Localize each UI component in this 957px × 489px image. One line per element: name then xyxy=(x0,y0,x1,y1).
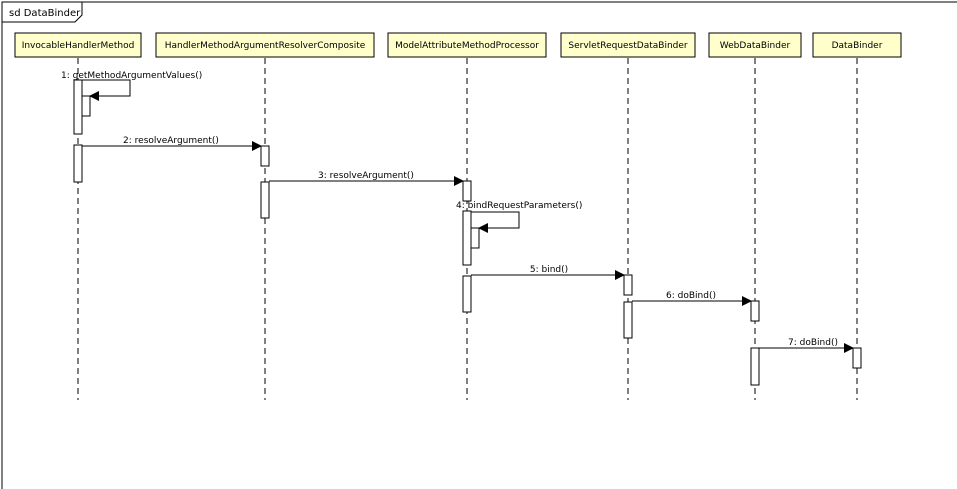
activation-bar xyxy=(750,300,760,322)
activation-bar xyxy=(260,181,270,219)
participant-invocable-handler-method: InvocableHandlerMethod xyxy=(14,32,142,400)
participant-name: WebDataBinder xyxy=(720,41,791,51)
participant-name: HandlerMethodArgumentResolverComposite xyxy=(165,41,366,51)
self-call-arrow xyxy=(82,79,131,101)
message-4: 4: bindRequestParameters() xyxy=(456,201,582,233)
participant-name: ModelAttributeMethodProcessor xyxy=(395,41,539,51)
message-5: 5: bind() xyxy=(471,265,625,280)
frame-label-tab xyxy=(2,2,83,23)
message-7: 7: doBind() xyxy=(759,338,854,353)
activation-bar xyxy=(462,275,472,313)
participant-handler-method-argument-resolver-composite: HandlerMethodArgumentResolverComposite xyxy=(155,32,375,400)
message-label: 3: resolveArgument() xyxy=(318,171,414,181)
self-call-arrow xyxy=(471,211,520,233)
participant-servlet-request-data-binder: ServletRequestDataBinder xyxy=(560,32,696,400)
message-label: 4: bindRequestParameters() xyxy=(456,201,582,211)
message-label: 1: getMethodArgumentValues() xyxy=(61,71,202,81)
participant-data-binder: DataBinder xyxy=(812,32,902,400)
activation-bar xyxy=(623,274,633,296)
activation-bar xyxy=(462,210,472,266)
activation-bar xyxy=(852,347,862,369)
participant-name: DataBinder xyxy=(832,41,883,51)
participant-name: InvocableHandlerMethod xyxy=(22,41,135,51)
activation-bars xyxy=(73,79,862,386)
message-label: 5: bind() xyxy=(530,265,568,275)
activation-bar xyxy=(81,95,91,117)
frame-label: sd DataBinder xyxy=(9,8,81,19)
participant-box xyxy=(560,32,696,58)
participant-name: ServletRequestDataBinder xyxy=(568,41,688,51)
participant-box xyxy=(708,32,802,58)
activation-bar xyxy=(462,180,472,202)
activation-bar xyxy=(623,301,633,339)
message-label: 6: doBind() xyxy=(666,291,716,301)
message-3: 3: resolveArgument() xyxy=(269,171,464,186)
participant-box xyxy=(14,32,142,58)
message-1: 1: getMethodArgumentValues() xyxy=(61,71,202,101)
message-2: 2: resolveArgument() xyxy=(82,136,262,151)
message-label: 2: resolveArgument() xyxy=(123,136,219,146)
message-label: 7: doBind() xyxy=(788,338,838,348)
participant-box xyxy=(812,32,902,58)
activation-bar xyxy=(73,79,83,135)
activation-bar xyxy=(73,144,83,183)
participant-box xyxy=(155,32,375,58)
activation-bar xyxy=(750,347,760,386)
activation-bar xyxy=(470,227,480,249)
activation-bar xyxy=(260,145,270,167)
participant-box xyxy=(387,32,547,58)
participant-web-data-binder: WebDataBinder xyxy=(708,32,802,400)
message-6: 6: doBind() xyxy=(632,291,752,306)
